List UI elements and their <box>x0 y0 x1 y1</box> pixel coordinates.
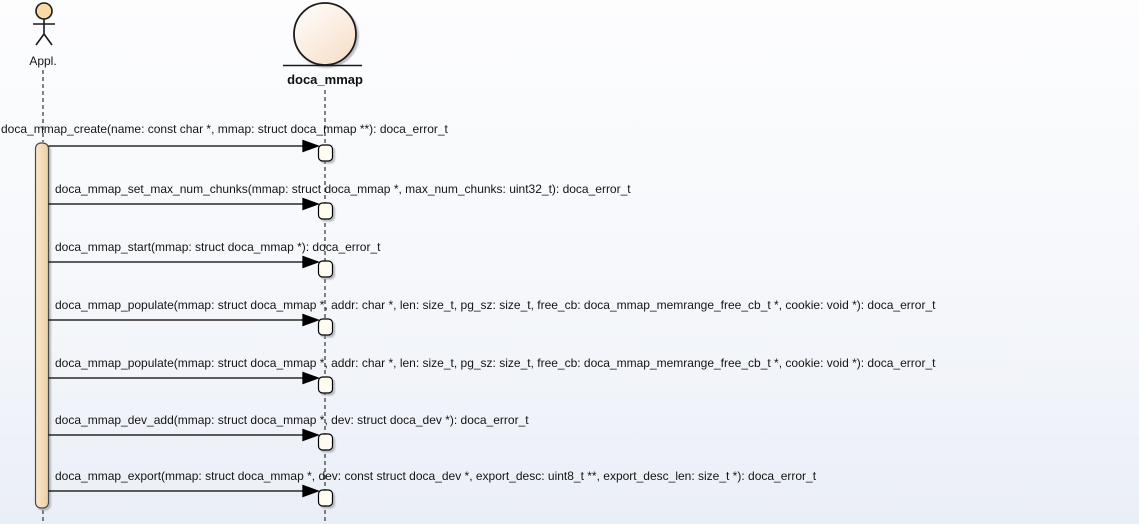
target-activation <box>317 433 334 451</box>
actor-icon <box>33 2 55 46</box>
target-activation <box>317 318 334 336</box>
actor-activation-bar <box>34 142 50 509</box>
message-label-doca-mmap-export: doca_mmap_export(mmap: struct doca_mmap … <box>55 469 817 483</box>
arrowhead-icon <box>302 428 320 442</box>
message-arrow-1 <box>48 139 334 162</box>
actor-leg-right <box>43 33 53 46</box>
message-arrow-2 <box>48 197 334 220</box>
target-activation <box>317 260 334 278</box>
object-label: doca_mmap <box>287 72 363 87</box>
message-arrow-3 <box>48 255 334 278</box>
messages-layer <box>48 139 334 507</box>
message-label-doca-mmap-create: doca_mmap_create(name: const char *, mma… <box>1 122 448 136</box>
message-arrow-6 <box>48 428 334 451</box>
actor-head <box>35 2 53 20</box>
object-entity-icon <box>283 2 362 67</box>
arrowhead-icon <box>302 371 320 385</box>
message-label-doca-mmap-dev-add: doca_mmap_dev_add(mmap: struct doca_mmap… <box>55 413 529 427</box>
message-arrow-5 <box>48 371 334 394</box>
arrowhead-icon <box>302 255 320 269</box>
actor-leg-left <box>35 33 45 46</box>
arrowhead-icon <box>302 313 320 327</box>
target-activation <box>317 202 334 220</box>
target-activation <box>317 144 334 162</box>
message-label-doca-mmap-start: doca_mmap_start(mmap: struct doca_mmap *… <box>55 240 381 254</box>
message-label-doca-mmap-set-max-num-chunks: doca_mmap_set_max_num_chunks(mmap: struc… <box>55 182 631 196</box>
arrowhead-icon <box>302 197 320 211</box>
actor-label: Appl. <box>29 54 57 68</box>
message-arrow-7 <box>48 484 334 507</box>
target-activation <box>317 489 334 507</box>
arrowhead-icon <box>302 139 320 153</box>
target-activation <box>317 376 334 394</box>
arrowhead-icon <box>302 484 320 498</box>
entity-circle <box>293 2 357 66</box>
message-label-doca-mmap-populate-1: doca_mmap_populate(mmap: struct doca_mma… <box>55 298 936 312</box>
message-arrow-4 <box>48 313 334 336</box>
message-label-doca-mmap-populate-2: doca_mmap_populate(mmap: struct doca_mma… <box>55 356 936 370</box>
